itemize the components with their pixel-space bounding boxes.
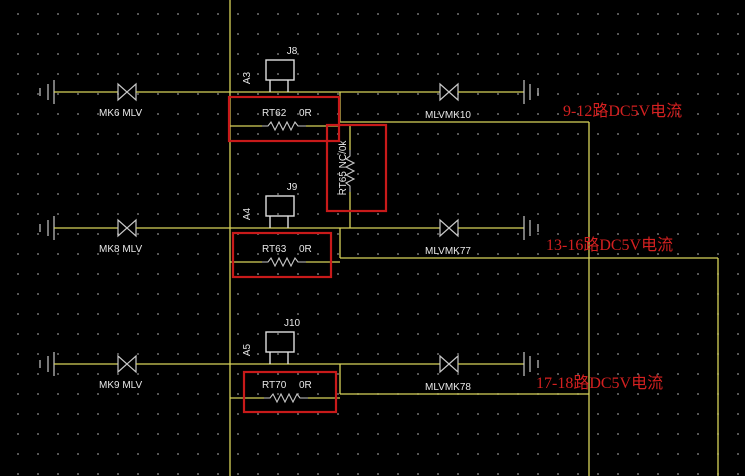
ground-right-row3: [523, 352, 539, 376]
valve-left-label-row1: MK6 MLV: [99, 108, 142, 119]
vertical-resistor-group: RT65 NC/0k: [325, 123, 388, 228]
jumper-row1: [265, 59, 295, 92]
resistor-value-row2: 0R: [299, 244, 312, 255]
ground-right-row1: [523, 80, 539, 104]
ground-left-row3: [39, 352, 55, 376]
valve-right-label-row3: MLVMK78: [425, 382, 471, 393]
resistor-row1: [262, 120, 306, 132]
schematic-row-3: J10 A5 MK9 MLV RT70 0R MLVMK78 17-18路DC5…: [39, 318, 663, 414]
valve-left-row1: [117, 82, 137, 102]
ground-left-row2: [39, 216, 55, 240]
annotation-row1: 9-12路DC5V电流: [563, 102, 682, 120]
valve-right-row3: [439, 354, 459, 374]
jumper-ref-row2: A4: [242, 207, 253, 220]
jumper-row2: [265, 195, 295, 228]
ground-left-row1: [39, 80, 55, 104]
highlight-box-row1: [227, 95, 341, 143]
valve-right-label-row1: MLVMK10: [425, 110, 471, 121]
highlight-box-rt65: [325, 123, 388, 213]
jumper-row3: [265, 331, 295, 364]
schematic-row-2: J9 A4 MK8 MLV RT63 0R MLVMK77 13-16路DC5V…: [39, 182, 673, 279]
resistor-rt65: [344, 150, 356, 192]
resistor-label-row3: RT70: [262, 380, 287, 391]
valve-right-row1: [439, 82, 459, 102]
resistor-row3: [264, 392, 308, 404]
annotation-row3: 17-18路DC5V电流: [536, 374, 663, 392]
jumper-label-row3: J10: [284, 318, 301, 329]
highlight-box-row3: [242, 370, 338, 414]
ground-right-row2: [523, 216, 539, 240]
jumper-label-row1: J8: [287, 46, 298, 57]
jumper-ref-row3: A5: [242, 343, 253, 356]
schematic-row-1: J8 A3 MK6 MLV RT62 0R MLVMK10 9-12路DC5V电…: [39, 46, 682, 143]
valve-left-row2: [117, 218, 137, 238]
resistor-row2: [262, 256, 306, 268]
highlight-box-row2: [231, 231, 333, 279]
resistor-label-row1: RT62: [262, 108, 287, 119]
valve-left-row3: [117, 354, 137, 374]
jumper-ref-row1: A3: [242, 71, 253, 84]
jumper-label-row2: J9: [287, 182, 298, 193]
resistor-value-row1: 0R: [299, 108, 312, 119]
valve-right-label-row2: MLVMK77: [425, 246, 471, 257]
resistor-label-row2: RT63: [262, 244, 287, 255]
valve-right-row2: [439, 218, 459, 238]
valve-left-label-row3: MK9 MLV: [99, 380, 142, 391]
annotation-row2: 13-16路DC5V电流: [546, 236, 673, 254]
valve-left-label-row2: MK8 MLV: [99, 244, 142, 255]
vertical-resistor-label: RT65 NC/0k: [338, 140, 349, 196]
resistor-value-row3: 0R: [299, 380, 312, 391]
